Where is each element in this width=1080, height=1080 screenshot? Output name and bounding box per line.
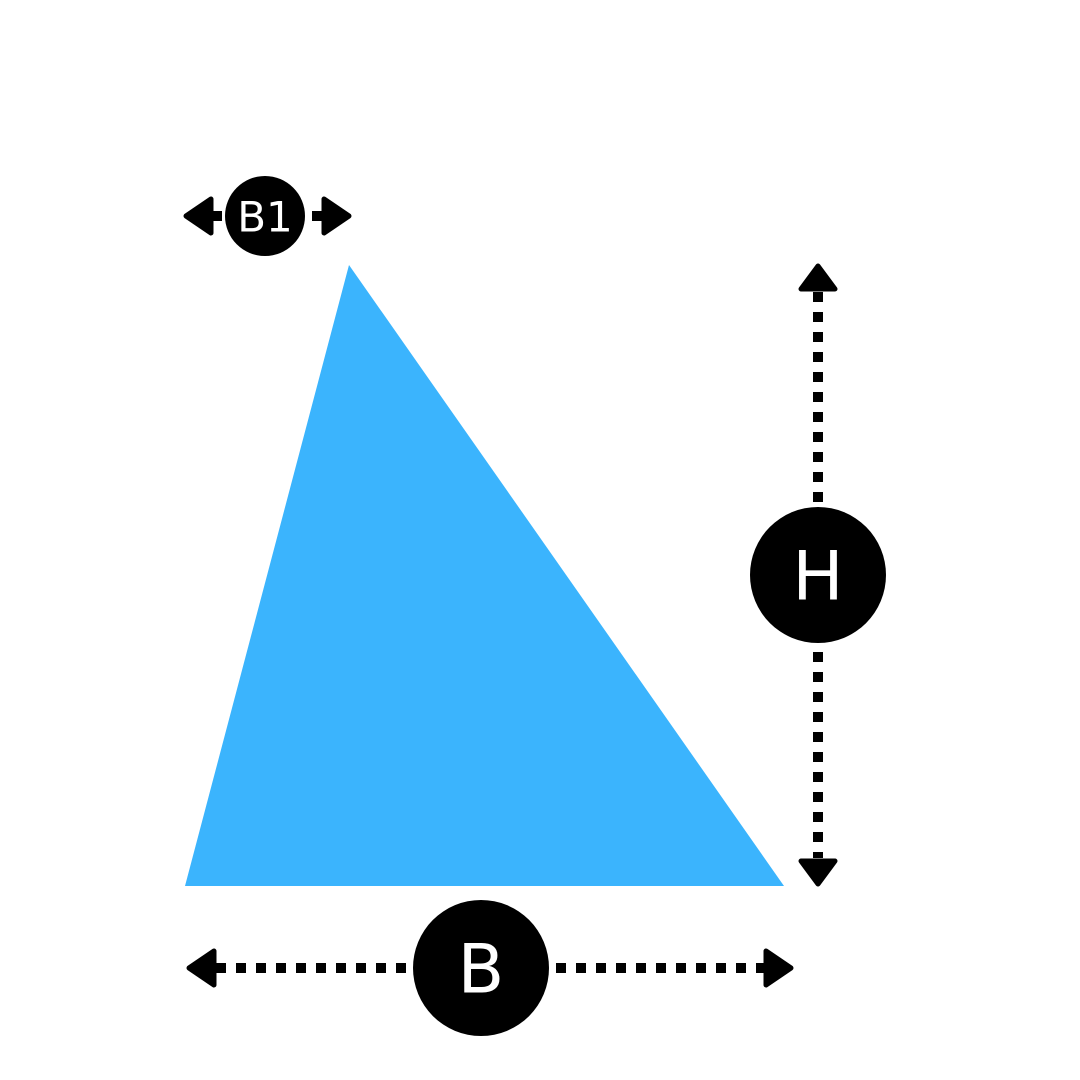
base-label: B bbox=[458, 931, 505, 1010]
height-up-arrow-icon bbox=[798, 263, 838, 292]
height-label: H bbox=[792, 538, 843, 617]
base-dimension: B bbox=[186, 900, 794, 1036]
base-right-arrow-icon bbox=[763, 948, 794, 988]
base-label-badge bbox=[413, 900, 549, 1036]
top-width-label-badge bbox=[225, 176, 305, 256]
height-dimension: H bbox=[750, 263, 886, 887]
height-label-badge bbox=[750, 507, 886, 643]
top-width-left-arrow-icon bbox=[183, 196, 214, 236]
top-width-dimension: B1 bbox=[183, 176, 352, 256]
triangle-shape bbox=[185, 265, 784, 886]
top-width-right-arrow-icon bbox=[321, 196, 352, 236]
height-down-arrow-icon bbox=[798, 858, 838, 887]
base-left-arrow-icon bbox=[186, 948, 217, 988]
top-width-label: B1 bbox=[237, 193, 293, 242]
